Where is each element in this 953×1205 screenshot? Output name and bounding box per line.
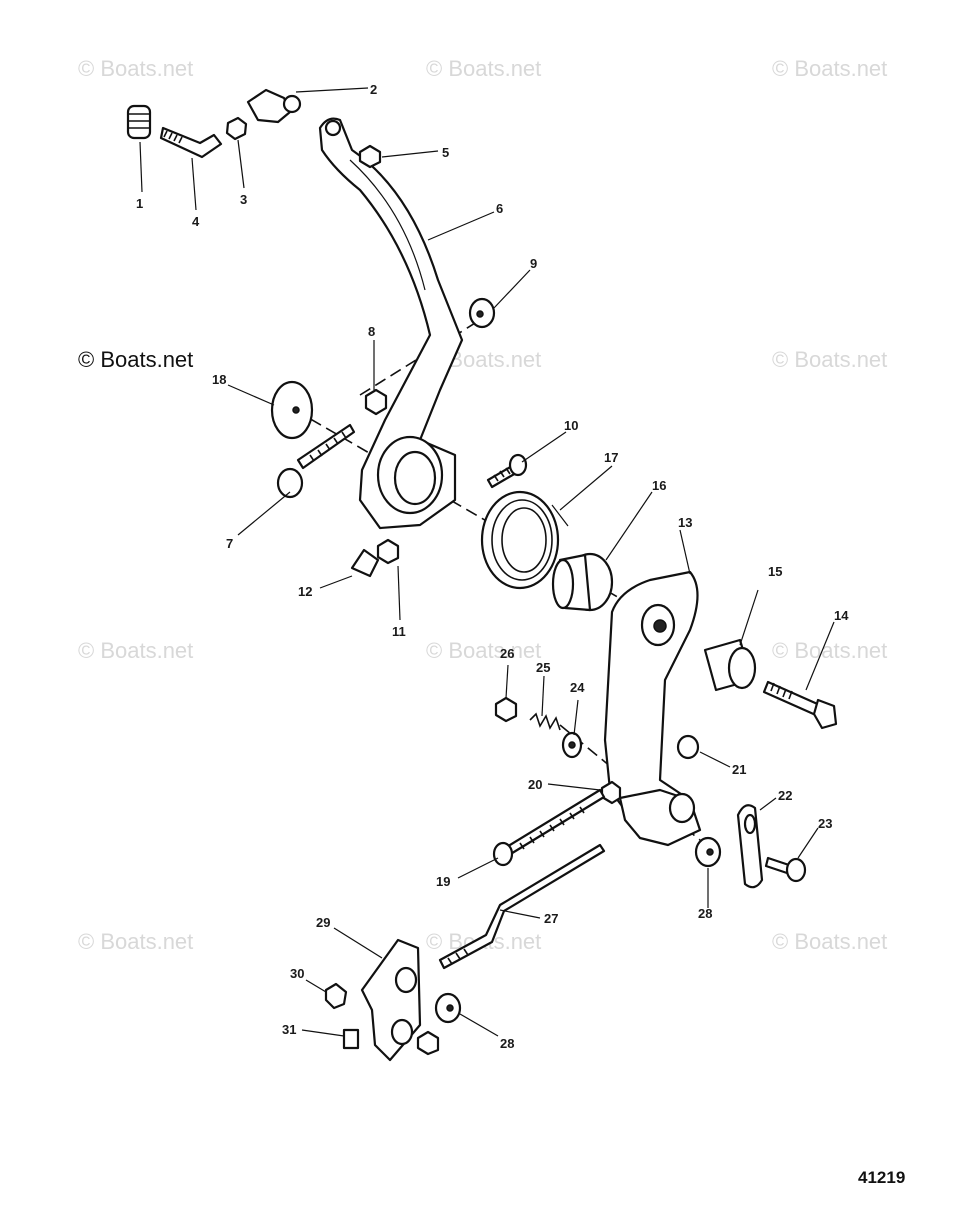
callout-17: 17 [604,450,618,465]
callout-3: 3 [240,192,247,207]
watermark: © Boats.net [426,638,541,663]
part-8-nut [364,388,388,416]
watermark-prominent: © Boats.net [78,347,193,372]
callout-28-upper: 28 [698,906,712,921]
watermark: © Boats.net [78,638,193,663]
callout-24: 24 [570,680,585,695]
part-7-screw [276,423,356,499]
callout-21: 21 [732,762,746,777]
part-20-nut [600,780,622,805]
callout-31: 31 [282,1022,296,1037]
callout-25: 25 [536,660,550,675]
part-1-cap [126,104,152,140]
callout-10: 10 [564,418,578,433]
callout-18: 18 [212,372,226,387]
part-27-link-rod [438,843,606,970]
part-26-nut [494,696,518,723]
callout-7: 7 [226,536,233,551]
callout-4: 4 [192,214,200,229]
part-3-nut [225,116,248,141]
part-28-upper-connector [694,836,722,868]
catalog-number: 41219 [858,1168,906,1187]
callout-26: 26 [500,646,514,661]
part-17-torsion-spring [480,490,569,590]
part-16-bushing [551,552,614,612]
part-19-screw [492,788,606,867]
watermark: © Boats.net [78,56,193,81]
callout-labels: 1 2 3 4 5 6 7 8 9 10 11 12 13 14 15 16 1… [136,82,849,1051]
part-29-lever [360,938,422,1062]
callout-29: 29 [316,915,330,930]
callout-23: 23 [818,816,832,831]
part-4-elbow-rod [159,126,223,159]
part-31-screw [342,1028,360,1050]
callout-16: 16 [652,478,666,493]
callout-28-lower: 28 [500,1036,514,1051]
part-21-sleeve [676,734,700,760]
part-22-link [736,804,764,889]
part-15-bushing [703,638,757,692]
callout-13: 13 [678,515,692,530]
callout-12: 12 [298,584,312,599]
part-14-bolt [762,680,838,730]
part-12-plug [350,548,380,578]
watermark: © Boats.net [772,929,887,954]
part-30-fastener [324,982,348,1010]
part-13-idle-arm [603,570,699,832]
callout-30: 30 [290,966,304,981]
watermark: © Boats.net [772,638,887,663]
part-5-nut [358,144,382,169]
part-24-washer [561,731,583,759]
part-10-screw [486,453,528,489]
part-11-nut [376,538,400,565]
part-6-throttle-arm [318,117,464,530]
callout-11: 11 [392,624,406,639]
callout-9: 9 [530,256,537,271]
part-9-sleeve [468,297,496,329]
watermark: © Boats.net [78,929,193,954]
callout-22: 22 [778,788,792,803]
callout-19: 19 [436,874,450,889]
callout-1: 1 [136,196,143,211]
callout-2: 2 [370,82,377,97]
part-28-lower-connector [434,992,462,1024]
callout-8: 8 [368,324,375,339]
watermark: © Boats.net [426,56,541,81]
part-2-ball-socket [246,88,302,124]
lower-nut [416,1030,440,1056]
callout-15: 15 [768,564,782,579]
part-18-washer [270,380,314,440]
part-25-spring [529,712,561,731]
callout-6: 6 [496,201,503,216]
callout-20: 20 [528,777,542,792]
watermark: © Boats.net [772,56,887,81]
watermark-group: © Boats.net © Boats.net © Boats.net © Bo… [78,56,887,954]
part-23-screw [764,856,807,883]
watermark: © Boats.net [772,347,887,372]
leader-lines [139,87,835,1037]
clamp-body [618,788,702,847]
callout-5: 5 [442,145,449,160]
callout-14: 14 [834,608,849,623]
callout-27: 27 [544,911,558,926]
